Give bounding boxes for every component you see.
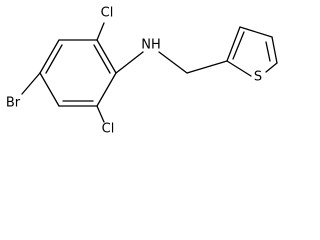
thiophene-double-bond-c2-c3 — [232, 31, 245, 60]
thiophene-bond-c5-s — [265, 62, 278, 73]
thiophene-bond-c3-c4 — [239, 26, 273, 38]
benzene-ring — [39, 39, 117, 107]
thiophene-bond-s-c2 — [226, 60, 252, 77]
bond-c1-n — [115, 51, 144, 74]
atom-label-br: Br — [6, 96, 21, 111]
ring-bond-c6-c1 — [96, 72, 117, 107]
atom-label-cl-bottom: Cl — [102, 122, 115, 137]
structure-diagram: Cl NH S Br Cl — [6, 6, 278, 137]
atom-label-s: S — [254, 70, 262, 85]
ring-bond-c4-c5 — [39, 72, 60, 107]
bond-ch2-thiophene — [186, 60, 228, 74]
thiophene-ring — [226, 26, 278, 77]
ring-double-bond-c3-c4 — [45, 44, 63, 74]
atom-label-nh: NH — [141, 38, 161, 53]
chemical-structure-canvas: Cl NH S Br Cl — [6, 6, 278, 137]
ring-bond-c3-c4 — [39, 39, 60, 74]
bond-n-ch2 — [158, 51, 188, 74]
atom-label-cl-top: Cl — [101, 6, 114, 21]
ring-bond-c1-c2 — [96, 39, 117, 74]
thiophene-bond-c4-c5 — [271, 36, 278, 64]
thiophene-bond-c2-c3 — [226, 26, 241, 62]
bond-c2-cl-top — [96, 22, 105, 41]
bond-c4-br — [21, 72, 41, 95]
ring-double-bond-c1-c2 — [93, 44, 111, 74]
bond-c6-cl-bottom — [96, 105, 105, 123]
thiophene-double-bond-c4-c5 — [265, 41, 271, 62]
